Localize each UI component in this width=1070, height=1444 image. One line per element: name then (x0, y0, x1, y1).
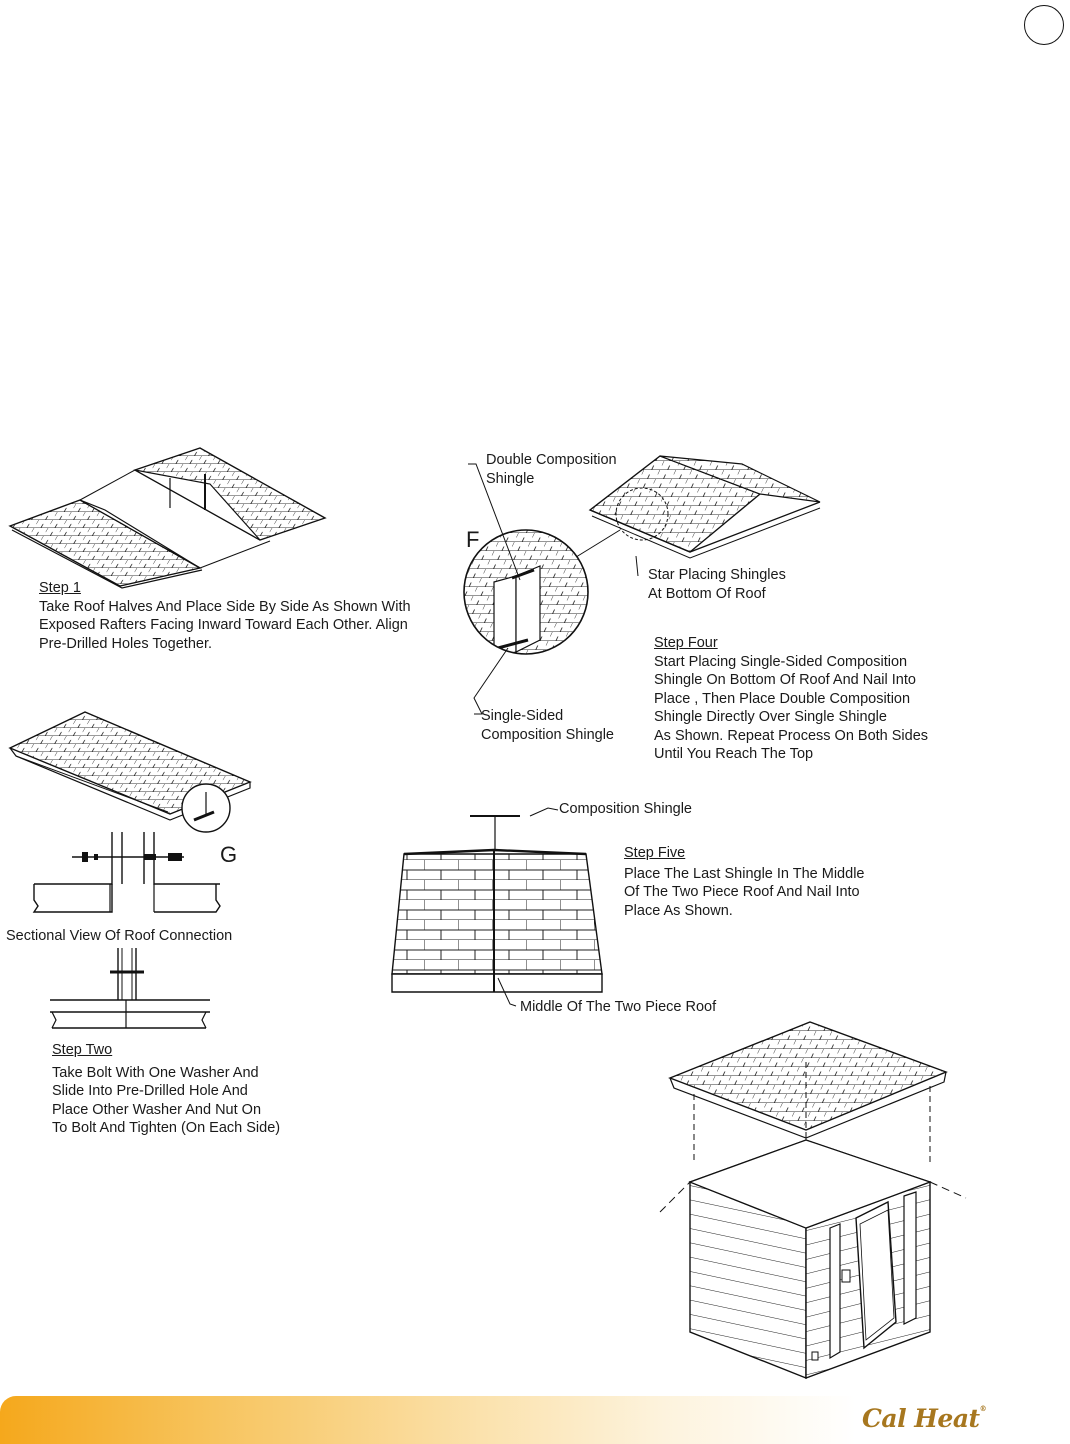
double-shingle-label: Double Composition Shingle (486, 451, 617, 488)
step1-line-2: Exposed Rafters Facing Inward Toward Eac… (39, 617, 408, 633)
single-shingle-label-line-1: Single-Sided (481, 708, 564, 724)
start-shingles-label: Star Placing Shingles At Bottom Of Roof (648, 566, 786, 603)
step2-line-1: Take Bolt With One Washer And (52, 1064, 259, 1081)
detail-g-letter: G (220, 842, 238, 867)
step4-line-5: As Shown. Repeat Process On Both Sides (654, 727, 929, 744)
step5-roof-face-illustration (390, 800, 615, 1020)
step4-line-1: Start Placing Single-Sided Composition (654, 653, 908, 670)
step5-line-1: Place The Last Shingle In The Middle (624, 865, 865, 882)
step2-title: Step Two (52, 1042, 113, 1058)
step4-title: Step Four (654, 635, 718, 651)
logo-trademark: ® (979, 1404, 987, 1413)
step5-line-2: Of The Two Piece Roof And Nail Into (624, 884, 860, 900)
step1-title: Step 1 (39, 580, 81, 596)
step1-roof-halves-illustration (10, 448, 330, 588)
sectional-view-bolt-illustration (32, 828, 222, 918)
step4-line-6: Until You Reach The Top (654, 746, 814, 762)
middle-roof-label: Middle Of The Two Piece Roof (520, 999, 717, 1015)
step5-block: Step Five Place The Last Shingle In The … (624, 844, 864, 920)
step2-line-4: To Bolt And Tighten (On Each Side) (52, 1120, 281, 1136)
footer-bar (0, 1396, 1070, 1444)
start-shingles-label-line-2: At Bottom Of Roof (648, 585, 766, 602)
step2-roof-bolt-illustration (10, 712, 260, 832)
step4-line-3: Place , Then Place Double Composition (654, 690, 911, 707)
step5-title: Step Five (624, 845, 686, 861)
double-shingle-label-line-1: Double Composition (486, 452, 617, 468)
step4-block: Step Four Start Placing Single-Sided Com… (654, 634, 928, 764)
single-shingle-label-line-2: Composition Shingle (481, 726, 614, 743)
cal-heat-logo: Cal Heat® (862, 1404, 987, 1433)
step2-line-3: Place Other Washer And Nut On (52, 1101, 262, 1118)
detail-f-letter: F (466, 527, 480, 552)
start-shingles-label-line-1: Star Placing Shingles (648, 567, 786, 583)
step4-line-2: Shingle On Bottom Of Roof And Nail Into (654, 672, 916, 688)
step2-block: Step Two Take Bolt With One Washer And S… (52, 1041, 280, 1138)
shed-assembly-illustration (660, 1022, 970, 1382)
step4-line-4: Shingle Directly Over Single Shingle (654, 709, 887, 725)
composition-shingle-label: Composition Shingle (559, 801, 692, 817)
double-shingle-label-line-2: Shingle (486, 470, 535, 487)
step1-line-3: Pre-Drilled Holes Together. (39, 635, 213, 652)
step1-line-1: Take Roof Halves And Place Side By Side … (39, 598, 411, 615)
single-shingle-label: Single-Sided Composition Shingle (481, 707, 614, 744)
step1-block: Step 1 Take Roof Halves And Place Side B… (39, 579, 411, 653)
page-number-circle (1024, 5, 1064, 45)
step5-line-3: Place As Shown. (624, 902, 733, 919)
assembled-bolt-section-illustration (50, 948, 210, 1032)
logo-text: Cal Heat (862, 1404, 980, 1433)
detail-f-illustration (460, 452, 830, 722)
step2-line-2: Slide Into Pre-Drilled Hole And (52, 1083, 248, 1099)
sectional-view-label: Sectional View Of Roof Connection (6, 928, 233, 944)
